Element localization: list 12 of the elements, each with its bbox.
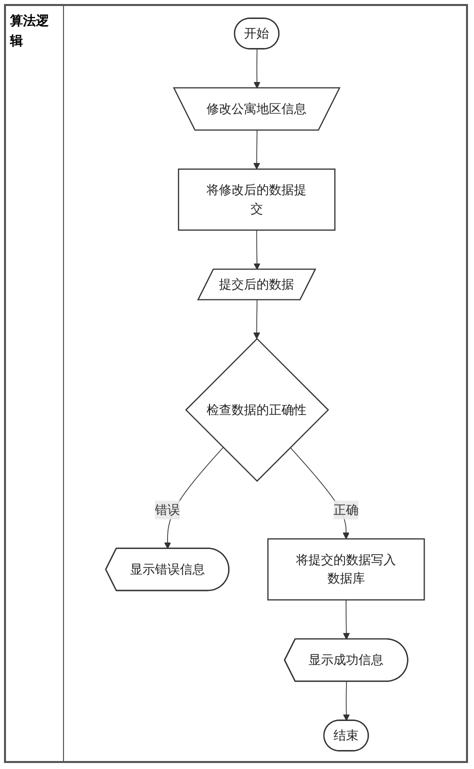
arrow (253, 130, 260, 170)
lane-header: 算法逻辑 (10, 14, 49, 49)
arrow (342, 599, 350, 640)
arrow (254, 48, 260, 89)
arrow (342, 681, 350, 721)
edge-label: 正确 (334, 502, 359, 518)
arrow (254, 230, 260, 270)
edge-label: 错误 (154, 502, 180, 518)
node-diamond: 检查数据的正确性 (185, 338, 330, 482)
node-box: 将提交的数据写入数据库 (267, 538, 425, 600)
node-box: 将修改后的数据提交 (178, 168, 336, 231)
arrow (253, 300, 260, 340)
